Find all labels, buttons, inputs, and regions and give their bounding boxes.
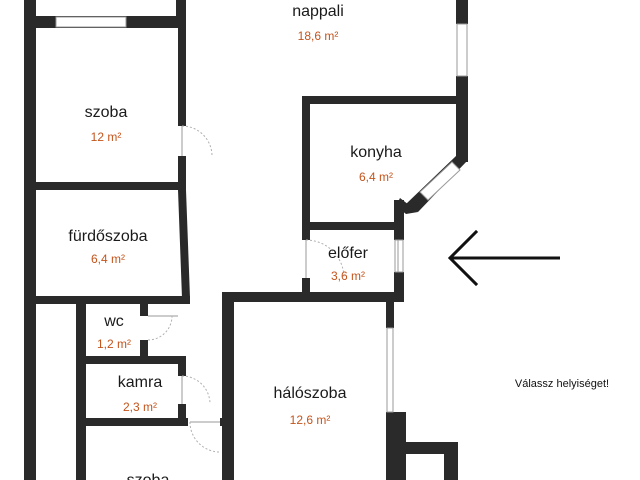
window-szoba-top xyxy=(55,16,127,28)
room-area-label-furdoszoba: 6,4 m² xyxy=(91,252,125,266)
room-name-szoba-2: szoba xyxy=(127,472,170,480)
room-name-kamra: kamra xyxy=(118,374,163,391)
room-area-elofer[interactable] xyxy=(310,230,394,288)
room-area-szoba-1[interactable] xyxy=(36,28,180,182)
window-elofer xyxy=(394,239,404,273)
window-halloszoba xyxy=(386,327,394,413)
room-area-szoba-2[interactable] xyxy=(86,428,228,480)
room-area-wc[interactable] xyxy=(86,304,140,356)
room-name-furdoszoba: fürdőszoba xyxy=(68,228,147,245)
room-name-halloszoba: hálószoba xyxy=(274,385,347,402)
room-area-label-kamra: 2,3 m² xyxy=(123,400,157,414)
window-nappali-right xyxy=(456,23,468,77)
room-area-konyha[interactable] xyxy=(310,104,458,222)
room-name-elofer: előfer xyxy=(328,245,369,262)
windows xyxy=(55,16,468,413)
room-labels: nappali 18,6 m² szoba 12 m² konyha 6,4 m… xyxy=(68,3,401,480)
room-area-label-konyha: 6,4 m² xyxy=(359,170,393,184)
doors xyxy=(147,125,399,453)
arrow-left-icon xyxy=(447,229,560,287)
room-area-furdoszoba[interactable] xyxy=(36,190,182,296)
room-name-nappali: nappali xyxy=(292,3,344,20)
room-area-label-halloszoba: 12,6 m² xyxy=(290,413,331,427)
room-name-konyha: konyha xyxy=(350,144,402,161)
room-area-label-wc: 1,2 m² xyxy=(97,337,131,351)
room-area-label-elofer: 3,6 m² xyxy=(331,269,365,283)
select-room-hint: Válassz helyiséget! xyxy=(515,378,609,390)
room-area-kamra[interactable] xyxy=(86,368,178,418)
room-area-label-szoba-1: 12 m² xyxy=(91,130,122,144)
room-name-wc: wc xyxy=(103,313,124,330)
room-name-szoba-1: szoba xyxy=(85,104,128,121)
room-area-label-nappali: 18,6 m² xyxy=(298,29,339,43)
room-area-halloszoba[interactable] xyxy=(236,302,386,480)
room-areas xyxy=(36,0,458,480)
window-konyha-slant xyxy=(419,161,461,201)
room-area-nappali[interactable] xyxy=(188,0,456,92)
